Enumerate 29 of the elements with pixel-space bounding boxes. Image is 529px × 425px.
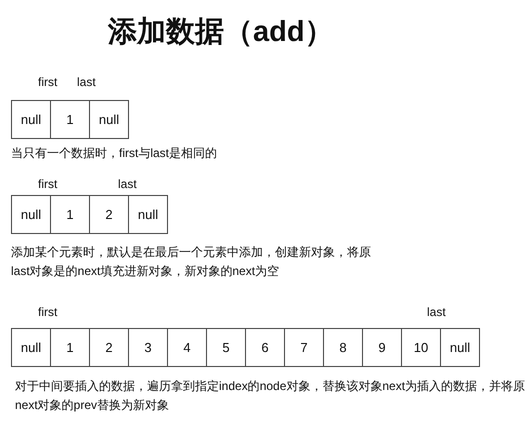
list-cell: 1 xyxy=(50,195,90,234)
list-cell: 1 xyxy=(50,100,90,139)
title: 添加数据（add） xyxy=(108,15,334,50)
pointer-label: last xyxy=(427,304,446,321)
caption: 添加某个元素时，默认是在最后一个元素中添加，创建新对象，将原last对象是的next填充进新对象，新对象的next为空 xyxy=(11,244,372,280)
pointer-label: first xyxy=(38,304,58,321)
list-cell: 10 xyxy=(401,328,441,367)
list-cell: 4 xyxy=(167,328,207,367)
list-cell: 1 xyxy=(50,328,90,367)
list-cell: null xyxy=(128,195,168,234)
list-cell: null xyxy=(440,328,480,367)
list-cell: null xyxy=(89,100,129,139)
list-cell: 7 xyxy=(284,328,324,367)
caption: 对于中间要插入的数据，遍历拿到指定index的node对象，替换该对象next为插入的数据，并将原next对象的prev替换为新对象 xyxy=(15,378,526,414)
list-cell: 3 xyxy=(128,328,168,367)
caption: 当只有一个数据时，first与last是相同的 xyxy=(11,145,218,162)
list-cell: 5 xyxy=(206,328,246,367)
list-cell: 6 xyxy=(245,328,285,367)
list-cell: 2 xyxy=(89,328,129,367)
pointer-label: first xyxy=(38,176,58,193)
list-cell: 8 xyxy=(323,328,363,367)
pointer-label: first xyxy=(38,74,58,91)
list-cell: null xyxy=(11,195,51,234)
list-cell: null xyxy=(11,328,51,367)
pointer-label: last xyxy=(118,176,137,193)
list-cell: null xyxy=(11,100,51,139)
list-cell: 2 xyxy=(89,195,129,234)
list-cell: 9 xyxy=(362,328,402,367)
pointer-label: last xyxy=(77,74,96,91)
